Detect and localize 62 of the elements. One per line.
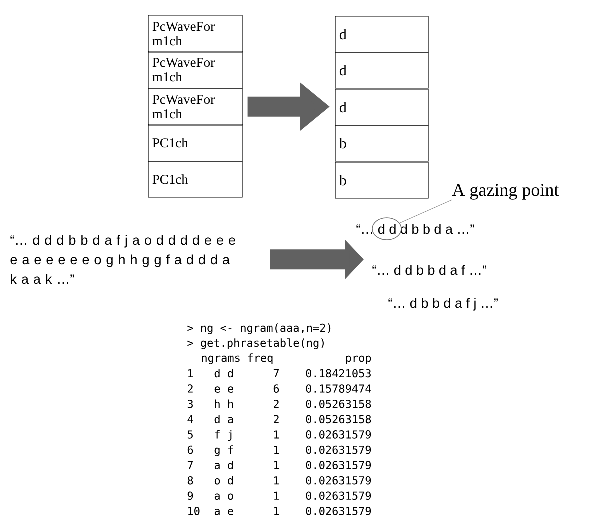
table-value: 0.02631579 xyxy=(306,492,372,500)
leader-line xyxy=(400,200,452,224)
table-value: 2 xyxy=(274,415,279,424)
sequence-text: “… d d d b b d a f j a o d d d d e e e e a e e e e e o g h h g g f a d d d a k a a k …” xyxy=(10,235,236,284)
row-index: 3 xyxy=(188,400,193,408)
row-index: 9 xyxy=(188,492,194,500)
table-cell: PcWaveFor m1ch xyxy=(148,51,243,89)
table-value: a e xyxy=(214,509,234,516)
column-header: ngrams xyxy=(202,356,240,364)
row-index: 10 xyxy=(188,507,200,516)
sequence-text: “… d d b b d a f …” xyxy=(372,265,486,276)
table-value: 1 xyxy=(274,446,280,454)
table-value: o d xyxy=(214,476,234,485)
table-cell: d xyxy=(335,16,429,53)
ellipse-mark xyxy=(372,218,402,240)
table-cell: d xyxy=(335,89,429,126)
table-cell: PcWaveFor m1ch xyxy=(148,88,243,126)
table-value: h h xyxy=(215,400,234,408)
table-value: 0.02631579 xyxy=(306,446,372,454)
table-value: 1 xyxy=(274,476,280,485)
table-value: 0.05263158 xyxy=(306,415,372,424)
table-value: a d xyxy=(214,460,234,470)
column-header: prop xyxy=(346,356,372,364)
row-index: 4 xyxy=(188,415,194,424)
table-value: 0.02631579 xyxy=(306,507,372,516)
table-cell: PC1ch xyxy=(148,161,243,198)
table-value: 0.05263158 xyxy=(306,400,372,408)
row-index: 2 xyxy=(188,384,193,393)
table-cell: d xyxy=(335,52,429,89)
table-cell: b xyxy=(335,125,429,162)
sequence-text: “… d b b d a f j …” xyxy=(388,298,498,311)
table-value: 7 xyxy=(274,370,279,378)
console-line: > ng <- ngram(aaa,n=2) xyxy=(188,324,331,334)
table-cell: b xyxy=(335,162,429,199)
table-value: g f xyxy=(214,446,234,456)
table-cell: PcWaveFor m1ch xyxy=(148,15,243,53)
table-value: 6 xyxy=(274,384,280,393)
table-value: f j xyxy=(215,430,232,441)
table-value: 1 xyxy=(274,507,280,516)
column-header: freq xyxy=(248,354,273,364)
table-value: d d xyxy=(214,369,234,378)
table-value: 0.18421053 xyxy=(306,369,371,378)
sequence-text: “… d d d b b d a …” xyxy=(356,224,474,234)
table-value: 1 xyxy=(274,492,280,500)
table-value: 1 xyxy=(274,461,280,470)
table-value: a o xyxy=(214,494,234,500)
table-value: 0.02631579 xyxy=(306,476,372,485)
table-cell: PC1ch xyxy=(148,124,243,162)
table-value: 1 xyxy=(274,430,280,439)
table-value: 2 xyxy=(274,400,279,408)
row-index: 5 xyxy=(188,430,193,439)
table-value: 0.02631579 xyxy=(306,430,372,439)
console-line: > get.phrasetable(ng) xyxy=(188,338,324,350)
row-index: 6 xyxy=(188,446,194,454)
row-index: 7 xyxy=(188,461,193,470)
table-value: d a xyxy=(214,415,234,424)
table-value: 0.15789474 xyxy=(306,384,372,393)
callout-text: A gazing point xyxy=(452,184,560,200)
table-value: e e xyxy=(214,386,234,393)
row-index: 8 xyxy=(188,476,194,485)
table-value: 0.02631579 xyxy=(306,461,372,470)
row-index: 1 xyxy=(188,370,194,378)
